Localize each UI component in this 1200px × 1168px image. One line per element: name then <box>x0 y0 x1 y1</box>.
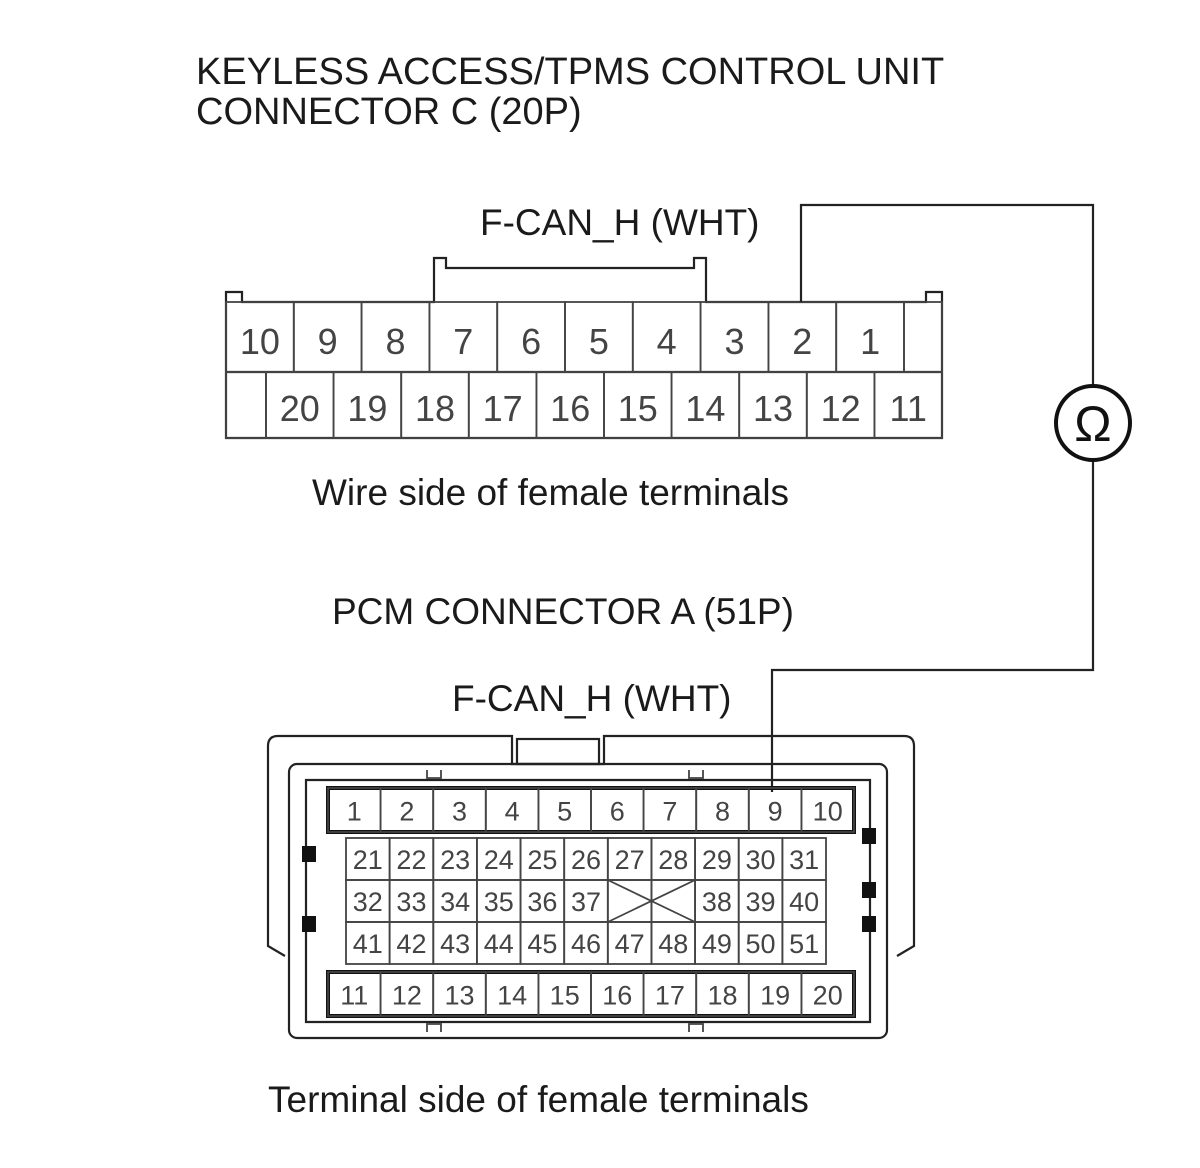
connector-a-row5-pin-11: 11 <box>340 981 368 1011</box>
connector-a-row1-pin-2: 2 <box>399 797 414 827</box>
connector-c-wire-label: F-CAN_H (WHT) <box>480 202 760 243</box>
test-wiring <box>770 203 1095 792</box>
connector-a-row4-pin-46: 46 <box>571 929 601 959</box>
connector-c-row2-pin-11: 11 <box>890 388 927 429</box>
connector-c-row2-pin-12: 12 <box>821 388 861 429</box>
connector-c-blank-cell <box>903 301 943 373</box>
connector-c-row2-pin-18: 18 <box>415 388 455 429</box>
connector-a-row3-pin-34: 34 <box>440 887 470 917</box>
connector-a-row4-pin-43: 43 <box>440 929 470 959</box>
connector-a-row2-pin-31: 31 <box>789 845 819 875</box>
connector-a-row3-pin-33: 33 <box>396 887 426 917</box>
connector-a-row1-pin-7: 7 <box>662 797 677 827</box>
connector-c-row1-pin-3: 3 <box>724 321 744 362</box>
connector-c-caption: Wire side of female terminals <box>312 472 789 513</box>
connector-a-row2-pin-27: 27 <box>615 845 645 875</box>
title-line-1: KEYLESS ACCESS/TPMS CONTROL UNIT <box>196 51 944 93</box>
connector-a-row4-pin-41: 41 <box>353 929 383 959</box>
connector-c-row2-pin-19: 19 <box>347 388 387 429</box>
connector-a-row1-pin-3: 3 <box>452 797 467 827</box>
connector-a-row4-pin-48: 48 <box>658 929 688 959</box>
connector-a-row5-pin-17: 17 <box>655 981 685 1011</box>
connector-c-row1-pin-9: 9 <box>318 321 338 362</box>
connector-a-row3-pin-32: 32 <box>353 887 383 917</box>
connector-c-row2-pin-20: 20 <box>280 388 320 429</box>
title-line-2: CONNECTOR C (20P) <box>196 91 582 133</box>
connector-c-row1-pin-4: 4 <box>657 321 677 362</box>
connector-c-row1-pin-6: 6 <box>521 321 541 362</box>
connector-a-row5-pin-16: 16 <box>602 981 632 1011</box>
connector-a-row2-pin-24: 24 <box>484 845 514 875</box>
connector-c-row2-pin-13: 13 <box>753 388 793 429</box>
connector-a-row1-cell <box>800 787 855 833</box>
connector-c-row1-pin-2: 2 <box>792 321 812 362</box>
connector-a-row3-pin-38: 38 <box>702 887 732 917</box>
connector-a-row3-pin-40: 40 <box>789 887 819 917</box>
connector-a-row3-pin-35: 35 <box>484 887 514 917</box>
connector-a-row1-pin-1: 1 <box>347 797 362 827</box>
connector-a-row4-pin-49: 49 <box>702 929 732 959</box>
connector-a-row3-pin-36: 36 <box>527 887 557 917</box>
connector-a-row2-pin-26: 26 <box>571 845 601 875</box>
connector-a-row1-pin-8: 8 <box>715 797 730 827</box>
ohmmeter-icon: Ω <box>1054 384 1132 462</box>
connector-a-row5-pin-18: 18 <box>707 981 737 1011</box>
connector-c-row1-pin-10: 10 <box>240 321 280 362</box>
connector-a-row5-pin-12: 12 <box>392 981 422 1011</box>
connector-a-row1-pin-10: 10 <box>813 797 843 827</box>
connector-a-row4-pin-51: 51 <box>789 929 819 959</box>
blank-cross <box>607 879 696 923</box>
connector-a-row1-pin-6: 6 <box>610 797 625 827</box>
connector-a-row4-pin-50: 50 <box>746 929 776 959</box>
connector-a-row3-pin-37: 37 <box>571 887 601 917</box>
connector-a-row1-pin-4: 4 <box>505 797 520 827</box>
ohm-symbol: Ω <box>1074 396 1111 452</box>
connector-a-row2-pin-21: 21 <box>353 845 383 875</box>
connector-a-row5-pin-15: 15 <box>550 981 580 1011</box>
connector-a-row3-pin-39: 39 <box>746 887 776 917</box>
connector-a-row5-pin-19: 19 <box>760 981 790 1011</box>
connector-a-row4-cell <box>781 921 827 965</box>
connector-a-row4-pin-44: 44 <box>484 929 514 959</box>
connector-a-row2-pin-22: 22 <box>396 845 426 875</box>
connector-a-row2-pin-29: 29 <box>702 845 732 875</box>
connector-a-row3-cell <box>650 879 696 923</box>
connector-a-row2-pin-25: 25 <box>527 845 557 875</box>
connector-a-row5-pin-20: 20 <box>813 981 843 1011</box>
connector-a-row2-pin-30: 30 <box>746 845 776 875</box>
connector-a-row2-pin-28: 28 <box>658 845 688 875</box>
connector-a-row5-cell <box>800 971 855 1017</box>
connector-c-row2-pin-14: 14 <box>685 388 725 429</box>
connector-a-row5-pin-14: 14 <box>497 981 527 1011</box>
connector-a-row4-pin-42: 42 <box>396 929 426 959</box>
connector-c-row2-pin-15: 15 <box>618 388 658 429</box>
connector-c-blank-cell <box>225 371 267 439</box>
connector-c-row1-pin-1: 1 <box>860 321 880 362</box>
connector-c-row2-pin-17: 17 <box>483 388 523 429</box>
connector-a-row3-cell <box>606 879 653 923</box>
connector-a-wire-label: F-CAN_H (WHT) <box>452 678 732 719</box>
connector-a-housing <box>266 734 916 1040</box>
connector-c-row2-cell <box>873 371 943 439</box>
connector-a-caption: Terminal side of female terminals <box>268 1079 809 1120</box>
connector-a-row2-pin-23: 23 <box>440 845 470 875</box>
connector-c-row1-pin-5: 5 <box>589 321 609 362</box>
connector-a-row4-pin-47: 47 <box>615 929 645 959</box>
connector-a-row1-pin-9: 9 <box>768 797 783 827</box>
connector-a-row1-pin-5: 5 <box>557 797 572 827</box>
connector-a-title: PCM CONNECTOR A (51P) <box>332 591 794 632</box>
connector-c-row1-pin-7: 7 <box>453 321 473 362</box>
connector-a-row4-pin-45: 45 <box>527 929 557 959</box>
connector-c-row2-pin-16: 16 <box>550 388 590 429</box>
connector-c-row1-pin-8: 8 <box>385 321 405 362</box>
connector-a-row5-pin-13: 13 <box>444 981 474 1011</box>
